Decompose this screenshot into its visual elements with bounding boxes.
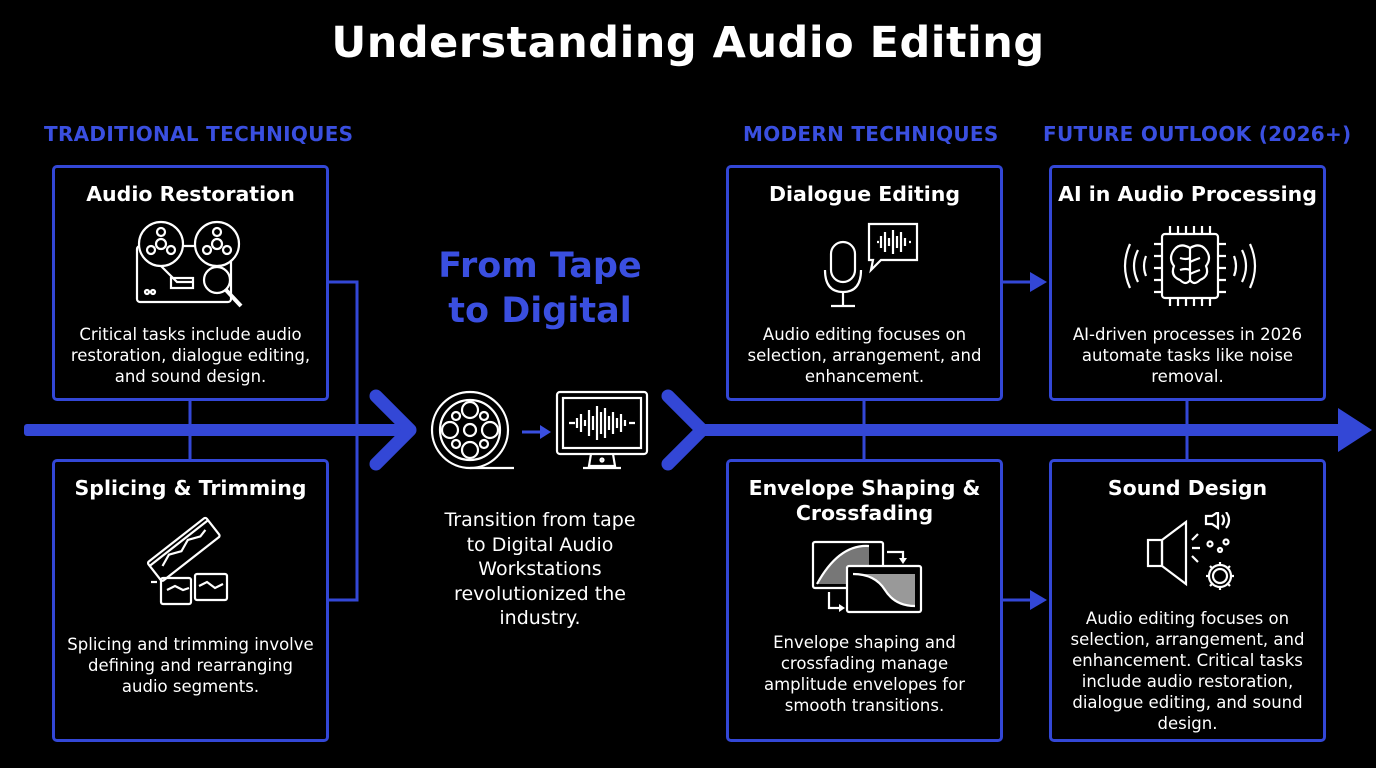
razor-blade-icon [146, 516, 229, 606]
card-title: Sound Design [1107, 476, 1268, 500]
page-title: Understanding Audio Editing [331, 18, 1045, 68]
card-sound-design: Sound Design Audio editing focuses on se… [1049, 459, 1326, 742]
card-description: Splicing and trimming involve defining a… [67, 635, 314, 696]
card-envelope-crossfading: Envelope Shaping & Crossfading Envelope … [726, 459, 1003, 742]
envelope-crossfade-icon [811, 540, 923, 614]
card-dialogue-editing: Dialogue Editing Audio editing focuses o… [726, 165, 1003, 401]
card-title: Audio Restoration [86, 182, 295, 206]
center-title: From Tape to Digital [438, 246, 642, 331]
timeline-chevron-left [369, 389, 417, 471]
center-description: Transition from tape to Digital Audio Wo… [444, 509, 636, 629]
timeline-arrowhead [1338, 408, 1372, 452]
card-title: AI in Audio Processing [1058, 182, 1317, 206]
card-description: Envelope shaping and crossfading manage … [764, 633, 965, 715]
speaker-gear-icon [1146, 512, 1234, 590]
monitor-waveform-icon [555, 390, 649, 470]
card-description: Audio editing focuses on selection, arra… [747, 325, 982, 386]
section-label-traditional: TRADITIONAL TECHNIQUES [44, 122, 354, 146]
microphone-speech-icon [823, 222, 919, 308]
section-label-modern: MODERN TECHNIQUES [743, 122, 999, 146]
card-title: Splicing & Trimming [74, 476, 307, 500]
card-title: Envelope Shaping & Crossfading [748, 476, 981, 525]
card-audio-restoration: Audio Restoration Critical tasks include… [52, 165, 329, 401]
timeline-bar-right [696, 424, 1342, 436]
card-description: Critical tasks include audio restoration… [70, 325, 311, 386]
card-ai-audio-processing: AI in Audio Processing AI-driven process… [1049, 165, 1326, 401]
film-reel-icon [430, 390, 514, 470]
card-description: AI-driven processes in 2026 automate tas… [1072, 325, 1303, 386]
reel-to-reel-search-icon [135, 220, 243, 308]
card-description: Audio editing focuses on selection, arra… [1070, 609, 1305, 733]
timeline-bar-left [24, 424, 409, 436]
card-title: Dialogue Editing [768, 182, 961, 206]
section-label-future: FUTURE OUTLOOK (2026+) [1043, 122, 1352, 146]
ai-brain-chip-icon [1123, 226, 1257, 306]
card-splicing-trimming: Splicing & Trimming Splicing and trimmin… [52, 459, 329, 742]
